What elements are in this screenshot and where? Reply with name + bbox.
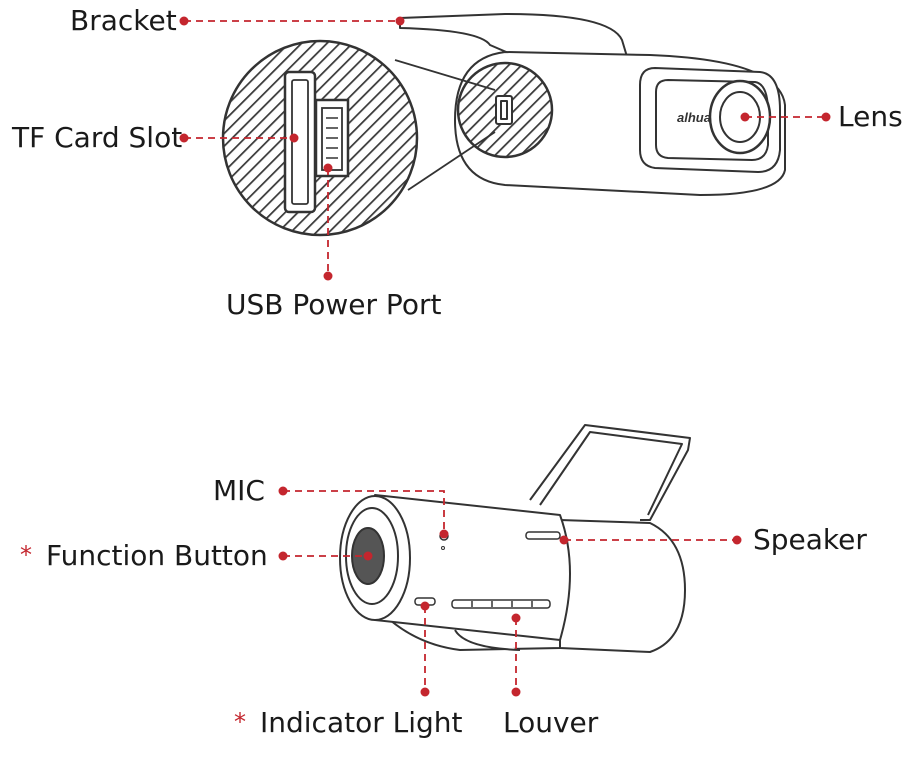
label-speaker: Speaker [753,523,867,556]
callout-lines [184,20,826,692]
label-indicator-light-wrap: * Indicator Light [234,709,463,737]
label-function-button: Function Button [46,539,268,572]
label-bracket: Bracket [70,4,177,37]
brand-logo: alhua [677,110,711,125]
speaker-slot [525,531,561,540]
asterisk-function-button: * [20,541,32,569]
louver-slot [451,599,551,609]
label-usb-power-port: USB Power Port [226,288,442,321]
label-tf-card-slot: TF Card Slot [12,121,183,154]
label-mic: MIC [213,474,265,507]
label-indicator-light: Indicator Light [260,706,463,739]
zoom-circle [221,39,419,237]
label-lens: Lens [838,100,903,133]
zoom-connectors [394,59,496,191]
top-view-camera [399,13,786,196]
rear-body [559,519,686,653]
callout-mic-line [283,490,445,534]
asterisk-indicator-light: * [234,708,246,736]
label-louver: Louver [503,706,599,739]
callout-dots [179,16,831,697]
label-function-button-wrap: * Function Button [20,542,268,570]
